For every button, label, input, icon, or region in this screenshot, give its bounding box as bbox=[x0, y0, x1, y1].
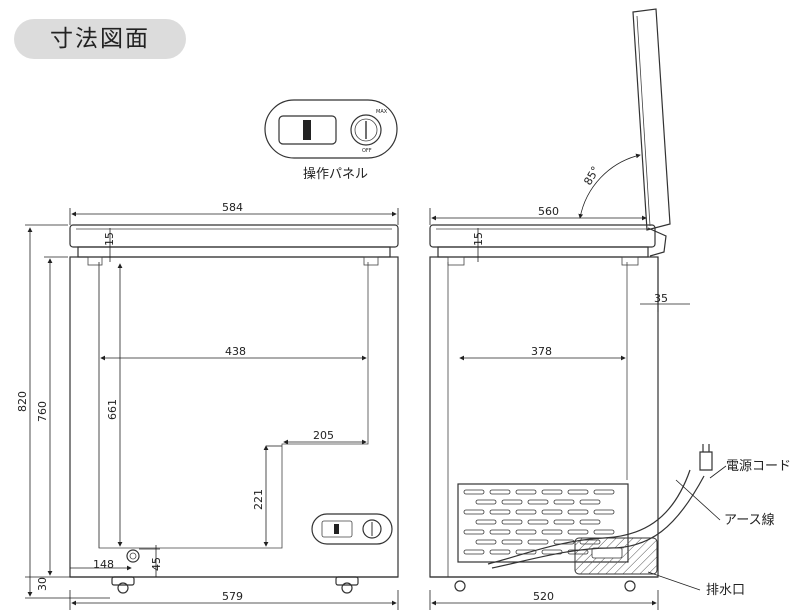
front-top-width: 584 bbox=[222, 201, 243, 214]
vent-grille-icon bbox=[457, 483, 629, 563]
drain-label: 排水口 bbox=[706, 583, 745, 598]
side-lid-thickness: 15 bbox=[472, 232, 485, 246]
side-hinge-offset: 35 bbox=[654, 292, 668, 305]
knob-max-mark: MAX bbox=[376, 109, 388, 115]
side-bottom-width: 520 bbox=[533, 590, 554, 603]
vent-slot bbox=[515, 549, 537, 555]
vent-slot bbox=[579, 499, 601, 505]
vent-slot bbox=[527, 499, 549, 505]
control-panel-label: 操作パネル bbox=[303, 166, 368, 182]
front-total-height: 820 bbox=[16, 391, 29, 412]
vent-slot bbox=[501, 499, 523, 505]
vent-slot bbox=[541, 509, 563, 515]
front-inner-height: 661 bbox=[106, 399, 119, 420]
vent-slot bbox=[567, 489, 589, 495]
vent-slot bbox=[463, 549, 485, 555]
vent-slot bbox=[515, 489, 537, 495]
vent-slot bbox=[475, 499, 497, 505]
vent-slot bbox=[553, 519, 575, 525]
thermostat-knob-icon bbox=[350, 114, 382, 146]
vent-slot bbox=[475, 539, 497, 545]
vent-slot bbox=[489, 529, 511, 535]
vent-slot bbox=[527, 539, 549, 545]
power-cord-label: 電源コード bbox=[726, 459, 791, 474]
power-switch-icon bbox=[303, 120, 311, 140]
side-inner-width: 378 bbox=[531, 345, 552, 358]
vent-slot bbox=[541, 489, 563, 495]
front-bottom-width: 579 bbox=[222, 590, 243, 603]
front-step-height: 221 bbox=[252, 489, 265, 510]
vent-slot bbox=[527, 519, 549, 525]
vent-slot bbox=[567, 529, 589, 535]
vent-slot bbox=[567, 509, 589, 515]
drain-plug-icon bbox=[126, 549, 140, 563]
front-body-height: 760 bbox=[36, 401, 49, 422]
vent-slot bbox=[579, 519, 601, 525]
front-view bbox=[69, 224, 399, 594]
vent-slot bbox=[541, 529, 563, 535]
knob-off-mark: OFF bbox=[362, 148, 372, 154]
vent-slot bbox=[501, 539, 523, 545]
vent-slot bbox=[593, 509, 615, 515]
vent-slot bbox=[463, 529, 485, 535]
side-view bbox=[429, 8, 713, 592]
vent-slot bbox=[593, 529, 615, 535]
front-inner-width: 438 bbox=[225, 345, 246, 358]
vent-slot bbox=[515, 529, 537, 535]
vent-slot bbox=[489, 549, 511, 555]
vent-slot bbox=[553, 499, 575, 505]
vent-slot bbox=[501, 519, 523, 525]
front-step-width: 205 bbox=[313, 429, 334, 442]
page-title: 寸法図面 bbox=[50, 26, 150, 52]
front-drain-offset: 148 bbox=[93, 558, 114, 571]
side-lid-angle: 85° bbox=[581, 164, 602, 187]
front-lid-thickness: 15 bbox=[103, 232, 116, 246]
power-plug-icon bbox=[699, 451, 713, 471]
vent-slot bbox=[463, 509, 485, 515]
control-panel-detail: MAX OFF bbox=[264, 99, 398, 159]
vent-slot bbox=[593, 489, 615, 495]
earth-wire-label: アース線 bbox=[724, 512, 775, 528]
side-dimensions bbox=[429, 153, 690, 610]
vent-slot bbox=[489, 489, 511, 495]
leader-lines bbox=[647, 465, 727, 591]
side-top-width: 560 bbox=[538, 205, 559, 218]
vent-slot bbox=[541, 549, 563, 555]
vent-slot bbox=[463, 489, 485, 495]
title-badge: 寸法図面 bbox=[14, 19, 186, 59]
vent-slot bbox=[515, 509, 537, 515]
vent-slot bbox=[489, 509, 511, 515]
vent-slot bbox=[475, 519, 497, 525]
front-dimensions bbox=[25, 208, 399, 610]
front-foot-height: 30 bbox=[36, 577, 49, 591]
front-drain-height: 45 bbox=[150, 557, 163, 571]
